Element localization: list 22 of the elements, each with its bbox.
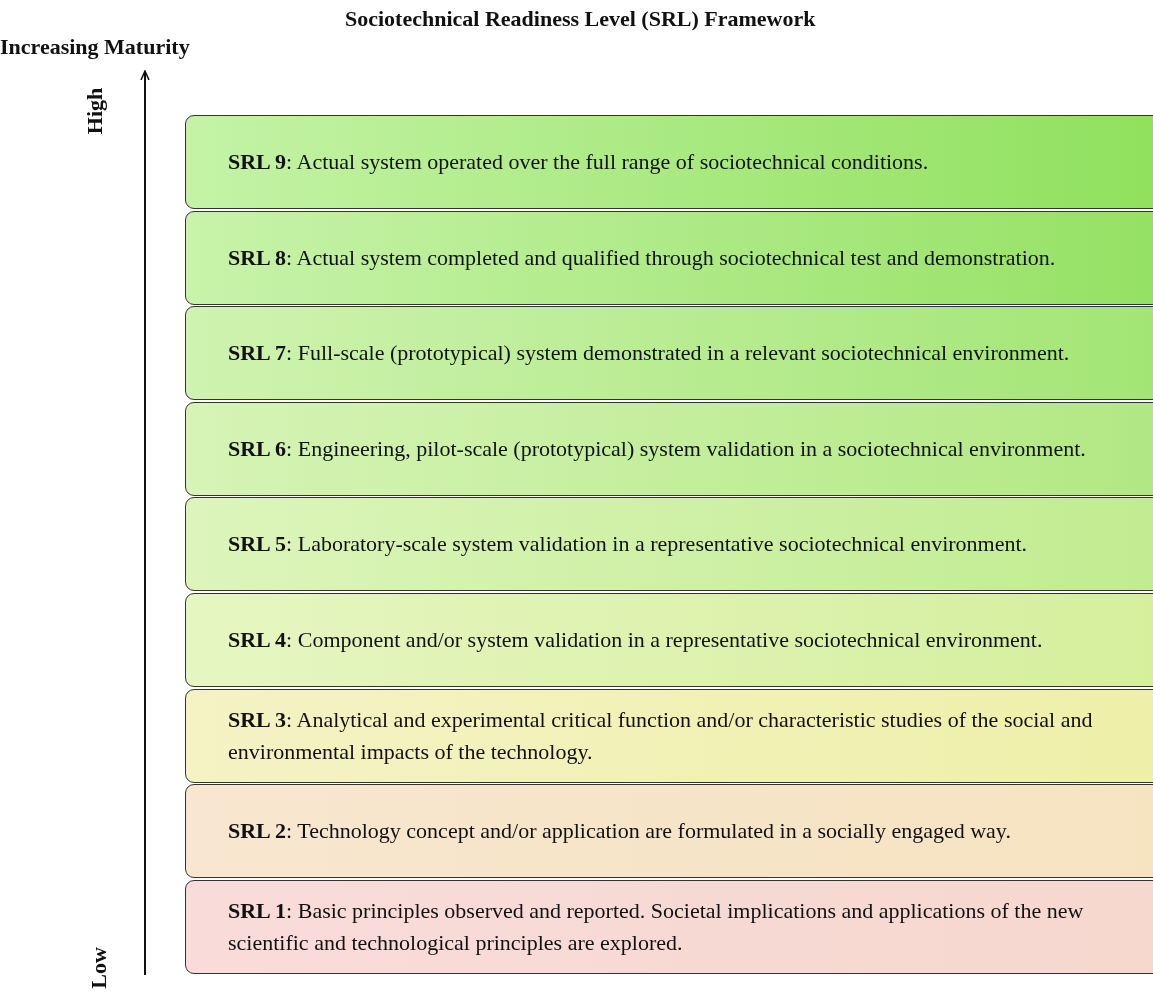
level-description: SRL 6: Engineering, pilot-scale (prototypical) system validation in a sociotechnical environment. [228,434,1087,463]
level-box [185,784,1153,879]
level-box [185,115,1153,209]
level-description: SRL 1: Basic principles observed and reported. Societal implications and applications of the new scientific and technological principles are explored. [228,896,1085,957]
level-box [185,401,1153,496]
level-box [185,688,1153,783]
axis-title: Increasing Maturity [0,34,190,60]
level-box [185,879,1153,974]
level-description: SRL 9: Actual system operated over the full range of sociotechnical conditions. [228,148,930,176]
level-box [185,497,1153,592]
level-description: SRL 2: Technology concept and/or application are formulated in a socially engaged way. [228,817,1012,846]
level-box [185,593,1153,687]
level-box [185,210,1153,305]
level-description: SRL 5: Laboratory-scale system validation in a representative sociotechnical environment. [228,530,1029,559]
level-box [185,306,1153,401]
level-description: SRL 3: Analytical and experimental critical function and/or characteristic studies of the social and environmental impacts of the technology. [228,705,1094,766]
level-description: SRL 7: Full-scale (prototypical) system demonstrated in a relevant sociotechnical environment. [228,339,1071,368]
axis-label: Low [85,947,112,989]
axis-label: High [82,87,109,135]
diagram-title: Sociotechnical Readiness Level (SRL) Framework [345,6,816,32]
level-description: SRL 8: Actual system completed and qualified through sociotechnical test and demonstration. [228,243,1057,272]
level-description: SRL 4: Component and/or system validation in a representative sociotechnical environment. [228,626,1044,654]
